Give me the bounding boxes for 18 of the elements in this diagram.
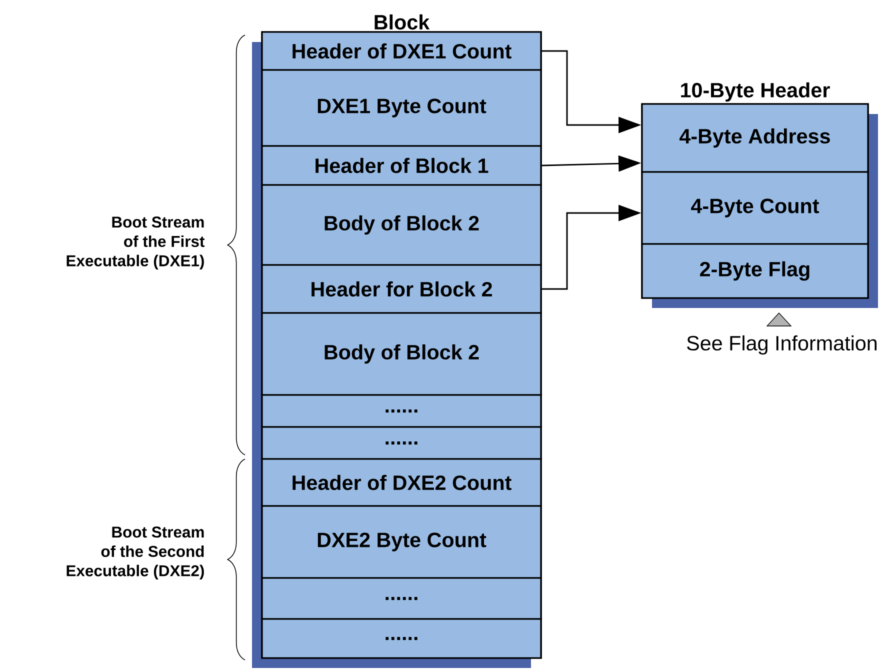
field-row: ...... [261, 426, 542, 460]
node-label: 10-Byte Header [681, 82, 830, 102]
field-row: 4-Byte Address [641, 103, 869, 173]
field-row: ...... [261, 577, 542, 620]
brace-label: Boot Stream of the First Executable (DXE1) [66, 216, 205, 270]
field-row: 4-Byte Count [641, 171, 869, 245]
field-row: Header for Block 2 [261, 264, 542, 314]
field-row: 2-Byte Flag [641, 243, 869, 299]
field-row: Header of DXE2 Count [261, 458, 542, 507]
field-row: DXE1 Byte Count [261, 69, 542, 147]
field-row: Header of DXE1 Count [261, 31, 542, 71]
field-row: DXE2 Byte Count [261, 505, 542, 579]
field-row: ...... [261, 394, 542, 428]
field-row: Header of Block 1 [261, 145, 542, 186]
field-row: ...... [261, 618, 542, 659]
brace-label: Boot Stream of the Second Executable (DXE2) [66, 526, 204, 580]
node-label: Block [374, 14, 430, 30]
note-text: See Flag Information [687, 335, 877, 355]
